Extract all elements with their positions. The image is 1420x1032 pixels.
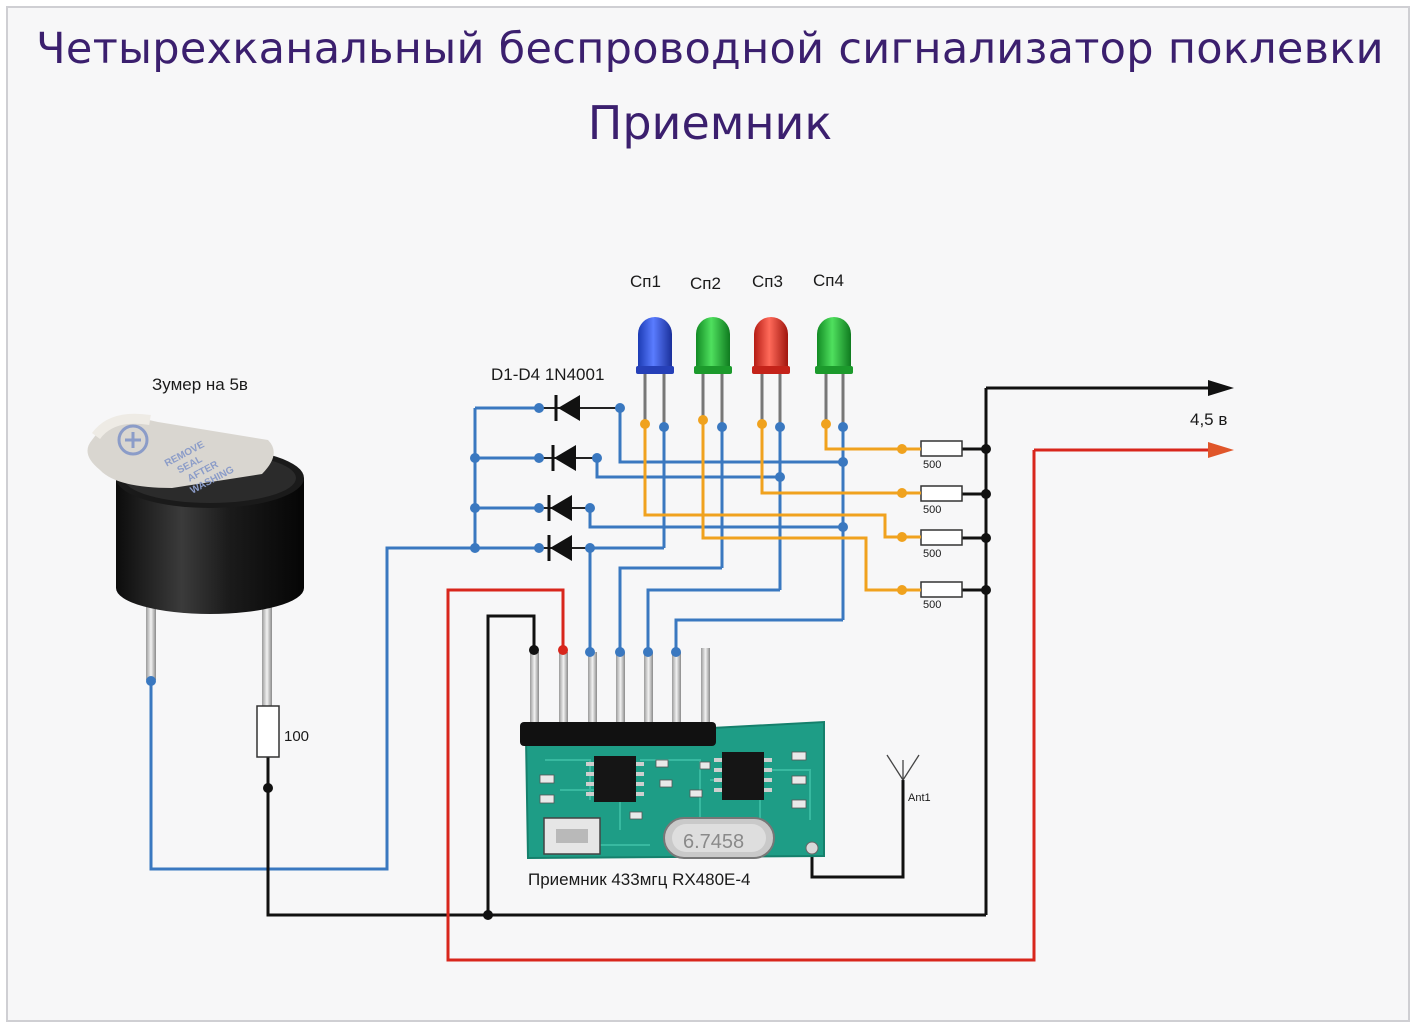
diode-d2 [539, 445, 597, 471]
junction-dots-black [263, 444, 991, 920]
led-cn2: Сп2 [690, 274, 732, 427]
led-wires [643, 420, 902, 592]
diode-d3 [539, 495, 590, 521]
buzzer-label: Зумер на 5в [152, 375, 248, 394]
resistor-r2-value: 500 [923, 504, 941, 516]
diode-d4 [539, 535, 590, 561]
led-green-icon [817, 317, 851, 372]
led-cn4-label: Сп4 [813, 271, 844, 290]
ground-wires [266, 386, 1210, 917]
diodes-label: D1-D4 1N4001 [491, 365, 604, 384]
led-cn3: Сп3 [752, 272, 790, 427]
antenna-icon [886, 754, 920, 781]
junction-dots-blue [146, 403, 848, 686]
receiver-label: Приемник 433мгц RX480E-4 [528, 870, 751, 889]
junction-dots-orange [640, 415, 907, 595]
power-wires [446, 448, 1210, 962]
resistor-r3 [920, 529, 963, 546]
diode-d1 [539, 395, 620, 421]
led-red-icon [754, 317, 788, 372]
led-blue-icon [638, 317, 672, 372]
buzzer-resistor-value: 100 [284, 728, 309, 745]
signal-wires [149, 406, 845, 871]
diagram-title: Четырехканальный беспроводной сигнализат… [36, 24, 1384, 74]
led-cn4: Сп4 [813, 271, 853, 427]
supply-voltage-label: 4,5 в [1190, 410, 1227, 429]
led-cn1: Сп1 [630, 272, 674, 427]
buzzer-seal-sticker: REMOVE SEAL AFTER WASHING [87, 413, 274, 497]
resistor-r2 [920, 485, 963, 502]
resistor-r4-value: 500 [923, 599, 941, 611]
resistor-r4 [920, 581, 963, 598]
supply-ground-arrow-icon [1208, 380, 1234, 396]
buzzer: REMOVE SEAL AFTER WASHING Зумер на 5в [87, 375, 304, 706]
led-cn1-label: Сп1 [630, 272, 661, 291]
crystal-marking: 6.7458 [683, 831, 744, 853]
buzzer-resistor [256, 705, 280, 758]
led-cn3-label: Сп3 [752, 272, 783, 291]
resistor-r1-value: 500 [923, 459, 941, 471]
resistor-r1 [920, 440, 963, 457]
antenna-label: Ant1 [908, 792, 931, 804]
receiver-module: 6.7458 Приемник 433мгц RX480E-4 [520, 648, 825, 889]
diagram-subtitle: Приемник [587, 96, 833, 150]
plus-icon [117, 424, 149, 456]
resistor-r3-value: 500 [923, 548, 941, 560]
junction-dot-red [558, 645, 568, 655]
supply-positive-arrow-icon [1208, 442, 1234, 458]
led-green-icon [696, 317, 730, 372]
led-cn2-label: Сп2 [690, 274, 721, 293]
